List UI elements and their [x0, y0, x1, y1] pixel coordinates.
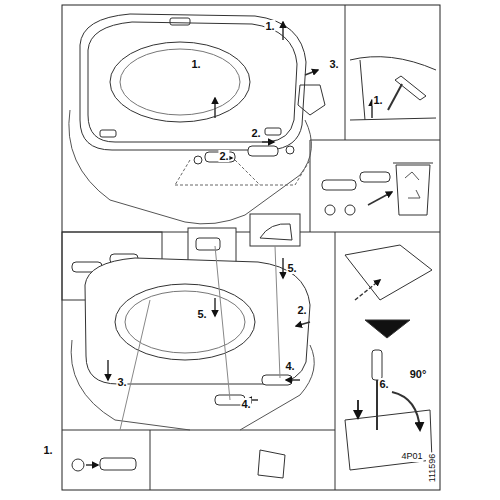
figure-code: 4P01: [400, 450, 423, 462]
figure-code: 111596: [426, 453, 438, 484]
callout-number: 1.: [190, 58, 201, 70]
callout-number: 1.: [42, 444, 53, 456]
callout-number: 4.: [240, 398, 251, 410]
callout-number: 6.: [378, 378, 389, 390]
callout-number: 2.: [296, 304, 307, 316]
callout-number: 90°: [409, 368, 428, 380]
callout-number: 3.: [328, 58, 339, 70]
callout-number: 2.: [250, 127, 261, 139]
callout-number: 2.: [218, 150, 229, 162]
callout-number: 5.: [286, 262, 297, 274]
callout-number: 1.: [264, 20, 275, 32]
callout-number: 3.: [116, 376, 127, 388]
callout-number: 1.: [372, 94, 383, 106]
callout-number: 5.: [196, 308, 207, 320]
callout-number: 4.: [284, 360, 295, 372]
